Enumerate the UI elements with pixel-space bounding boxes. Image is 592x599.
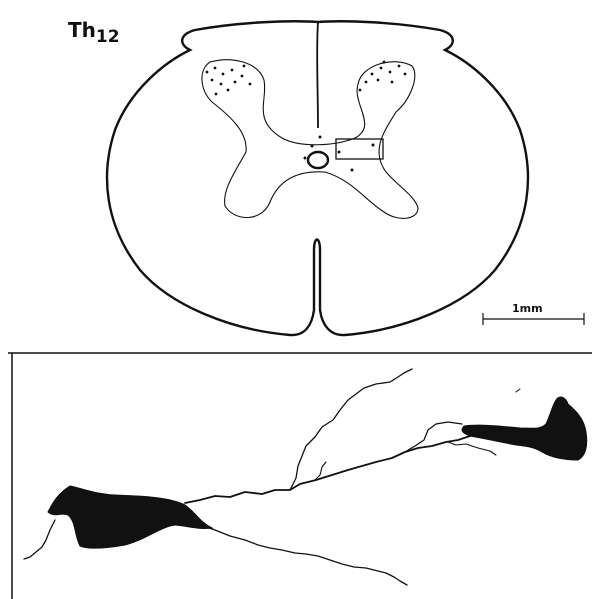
segment-label-letters: Th xyxy=(68,18,96,42)
spinal-cord-section: Th12 1mm xyxy=(68,18,584,335)
scale-bar-label: 1mm xyxy=(512,302,543,315)
central-canal xyxy=(308,152,328,168)
scale-bar: 1mm xyxy=(483,302,584,325)
neuron-soma-left xyxy=(48,486,212,548)
neuron-processes xyxy=(24,369,520,585)
neuron-soma-right xyxy=(462,397,587,460)
segment-label: Th12 xyxy=(68,18,120,47)
neuron-drawing-panel xyxy=(8,353,592,599)
segment-label-number: 12 xyxy=(96,27,120,47)
neuron-location-dots xyxy=(206,61,407,172)
dorsal-median-septum xyxy=(317,22,318,128)
grey-matter-outline xyxy=(202,60,418,219)
